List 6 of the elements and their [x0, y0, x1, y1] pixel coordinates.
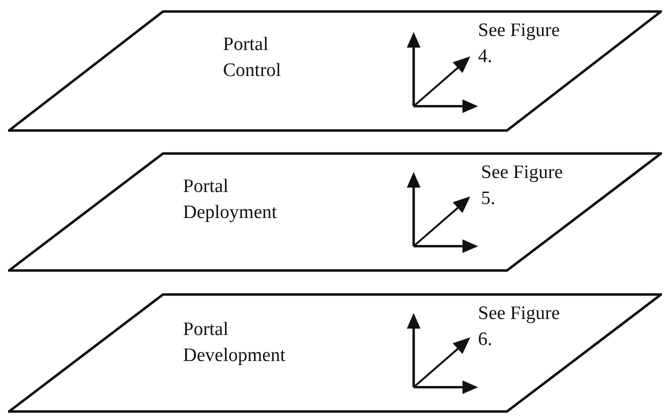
figure-reference: See Figure 5.: [481, 161, 563, 211]
figure-reference: See Figure 4.: [478, 19, 560, 69]
plane-label: Portal Development: [183, 318, 286, 368]
plane-label: Portal Deployment: [183, 175, 278, 225]
figure-reference: See Figure 6.: [478, 302, 560, 352]
plane-label: Portal Control: [223, 33, 282, 83]
